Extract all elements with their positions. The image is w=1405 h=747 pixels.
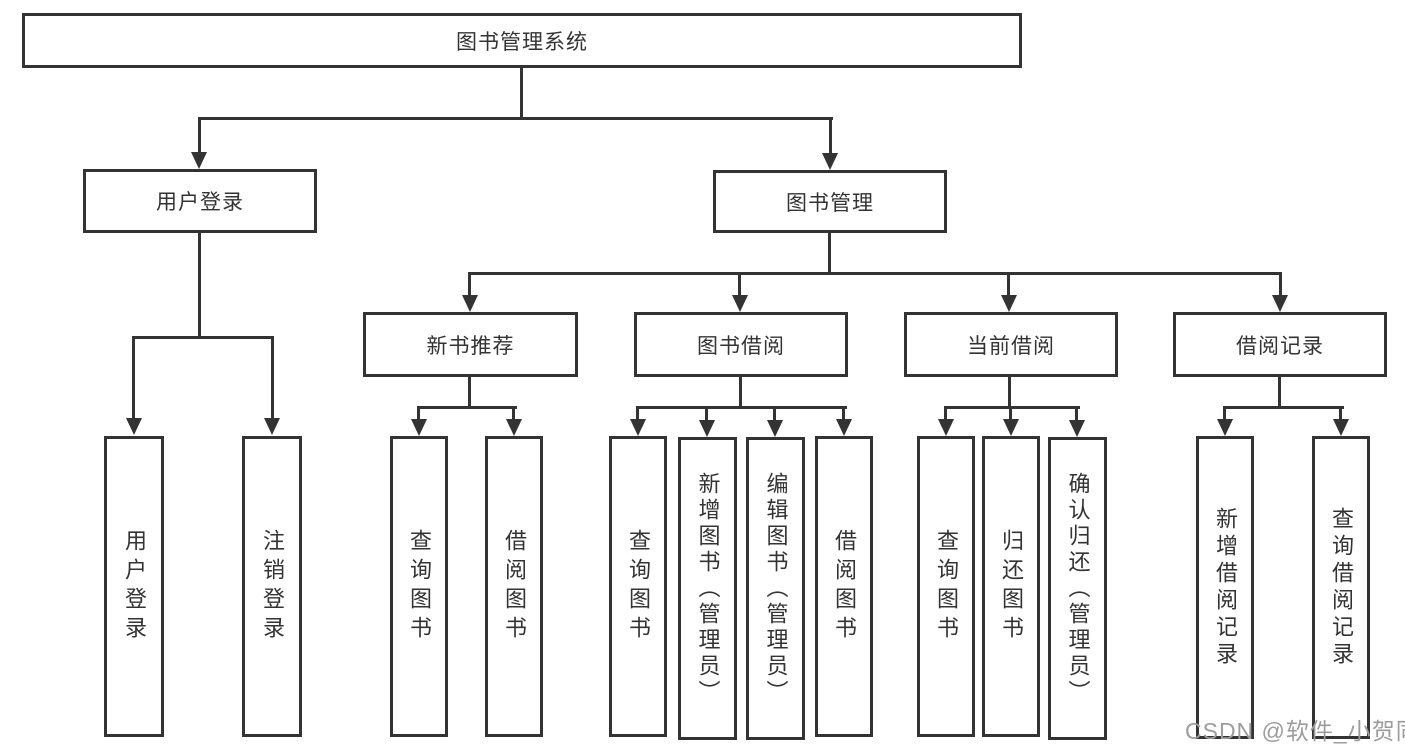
leaf-cb-confirm-return-admin-label: 确认归还（管理员） <box>1065 471 1091 706</box>
leaf-br-add-record-label: 新增借阅记录 <box>1213 506 1238 669</box>
connector-bb-drop3 <box>773 408 776 420</box>
connector-rec-stem <box>468 375 471 408</box>
arrowhead-borrow-records <box>1272 295 1288 312</box>
connector-level2-hbar <box>198 117 833 120</box>
leaf-bb-edit-books-admin-label: 编辑图书（管理员） <box>763 471 789 706</box>
connector-rec-hbar <box>417 406 517 409</box>
leaf-bb-borrow-books: 借阅图书 <box>815 436 873 737</box>
node-new-book-recommend: 新书推荐 <box>363 312 578 377</box>
connector-drop-logout-leaf <box>271 337 274 419</box>
connector-cb-hbar <box>944 406 1080 409</box>
connector-user-login-stem <box>198 231 201 338</box>
node-book-borrowing: 图书借阅 <box>634 312 848 377</box>
arrowhead-new-book-rec <box>462 295 478 312</box>
connector-bb-stem <box>739 375 742 408</box>
leaf-bb-add-books-admin: 新增图书（管理员） <box>678 437 737 740</box>
connector-user-login-hbar <box>132 336 274 339</box>
arrowhead-book-borrow <box>732 295 748 312</box>
arrowhead-br-query <box>1333 419 1349 436</box>
leaf-rec-query-books: 查询图书 <box>390 436 448 737</box>
leaf-rec-query-books-label: 查询图书 <box>407 528 432 645</box>
node-borrowing-records-label: 借阅记录 <box>1236 334 1324 358</box>
node-borrowing-records: 借阅记录 <box>1173 312 1387 377</box>
connector-cb-drop3 <box>1075 408 1078 420</box>
leaf-cb-return-books: 归还图书 <box>982 436 1040 737</box>
arrowhead-rec-borrow <box>506 419 522 436</box>
node-user-login-branch-label: 用户登录 <box>156 191 244 214</box>
connector-level3-hbar <box>468 272 1282 275</box>
connector-br-drop2 <box>1339 408 1342 420</box>
connector-br-stem <box>1278 375 1281 408</box>
connector-cb-drop2 <box>1009 408 1012 420</box>
leaf-cb-confirm-return-admin: 确认归还（管理员） <box>1048 437 1107 740</box>
node-new-book-recommend-label: 新书推荐 <box>426 334 515 358</box>
arrowhead-cb-confirm <box>1069 420 1085 437</box>
arrowhead-br-add <box>1217 419 1233 436</box>
connector-drop-user-login <box>198 118 201 154</box>
arrowhead-bb-edit <box>767 420 783 437</box>
leaf-user-login-label: 用户登录 <box>122 528 147 645</box>
connector-bb-drop4 <box>842 408 845 420</box>
connector-bb-hbar <box>636 406 847 409</box>
node-user-login-branch: 用户登录 <box>83 169 317 233</box>
leaf-cb-query-books: 查询图书 <box>917 436 975 737</box>
leaf-rec-borrow-books: 借阅图书 <box>485 436 543 737</box>
arrowhead-cb-query <box>938 419 954 436</box>
leaf-br-query-record-label: 查询借阅记录 <box>1329 506 1354 669</box>
leaf-bb-add-books-admin-label: 新增图书（管理员） <box>695 471 721 706</box>
arrowhead-user-login <box>191 152 207 169</box>
leaf-logout-label: 注销登录 <box>260 528 285 645</box>
connector-drop-borrow-records <box>1279 273 1282 297</box>
leaf-logout: 注销登录 <box>242 436 302 737</box>
arrowhead-bb-borrow <box>836 419 852 436</box>
leaf-cb-query-books-label: 查询图书 <box>934 528 959 645</box>
connector-cb-stem <box>1008 375 1011 408</box>
connector-drop-current-borrow <box>1007 273 1010 297</box>
leaf-bb-borrow-books-label: 借阅图书 <box>832 528 857 645</box>
connector-br-drop1 <box>1223 408 1226 420</box>
arrowhead-bb-add <box>699 420 715 437</box>
node-book-management-branch-label: 图书管理 <box>786 191 874 215</box>
leaf-br-query-record: 查询借阅记录 <box>1312 436 1370 739</box>
leaf-br-add-record: 新增借阅记录 <box>1196 436 1254 739</box>
arrowhead-current-borrow <box>1001 295 1017 312</box>
connector-drop-book-borrow <box>738 273 741 297</box>
connector-rec-drop2 <box>512 408 515 420</box>
connector-bb-drop2 <box>705 408 708 420</box>
connector-br-hbar <box>1223 406 1344 409</box>
leaf-bb-edit-books-admin: 编辑图书（管理员） <box>746 437 805 740</box>
connector-cb-drop1 <box>944 408 947 420</box>
connector-drop-login-leaf <box>132 337 135 419</box>
connector-rec-drop1 <box>417 408 420 420</box>
node-book-management-branch: 图书管理 <box>713 170 947 233</box>
arrowhead-rec-query <box>411 419 427 436</box>
csdn-watermark: CSDN @软件_小贺同学 <box>1185 718 1405 744</box>
connector-bb-drop1 <box>636 408 639 420</box>
node-current-borrowing-label: 当前借阅 <box>967 334 1055 358</box>
leaf-user-login: 用户登录 <box>104 436 164 737</box>
leaf-rec-borrow-books-label: 借阅图书 <box>502 528 527 645</box>
connector-root-stem <box>520 66 523 119</box>
arrowhead-login-leaf <box>126 418 142 435</box>
arrowhead-bb-query <box>630 419 646 436</box>
node-current-borrowing: 当前借阅 <box>904 312 1118 377</box>
arrowhead-logout-leaf <box>264 418 280 435</box>
connector-drop-book-mgmt <box>829 118 832 155</box>
arrowhead-cb-return <box>1003 419 1019 436</box>
connector-book-mgmt-stem <box>828 231 831 274</box>
connector-drop-new-book-rec <box>468 273 471 297</box>
node-root-system-label: 图书管理系统 <box>456 30 588 54</box>
arrowhead-book-mgmt <box>822 153 838 170</box>
node-book-borrowing-label: 图书借阅 <box>697 334 785 358</box>
leaf-bb-query-books-label: 查询图书 <box>626 528 651 645</box>
leaf-cb-return-books-label: 归还图书 <box>999 528 1024 645</box>
leaf-bb-query-books: 查询图书 <box>609 436 667 737</box>
node-root-system: 图书管理系统 <box>22 13 1022 68</box>
